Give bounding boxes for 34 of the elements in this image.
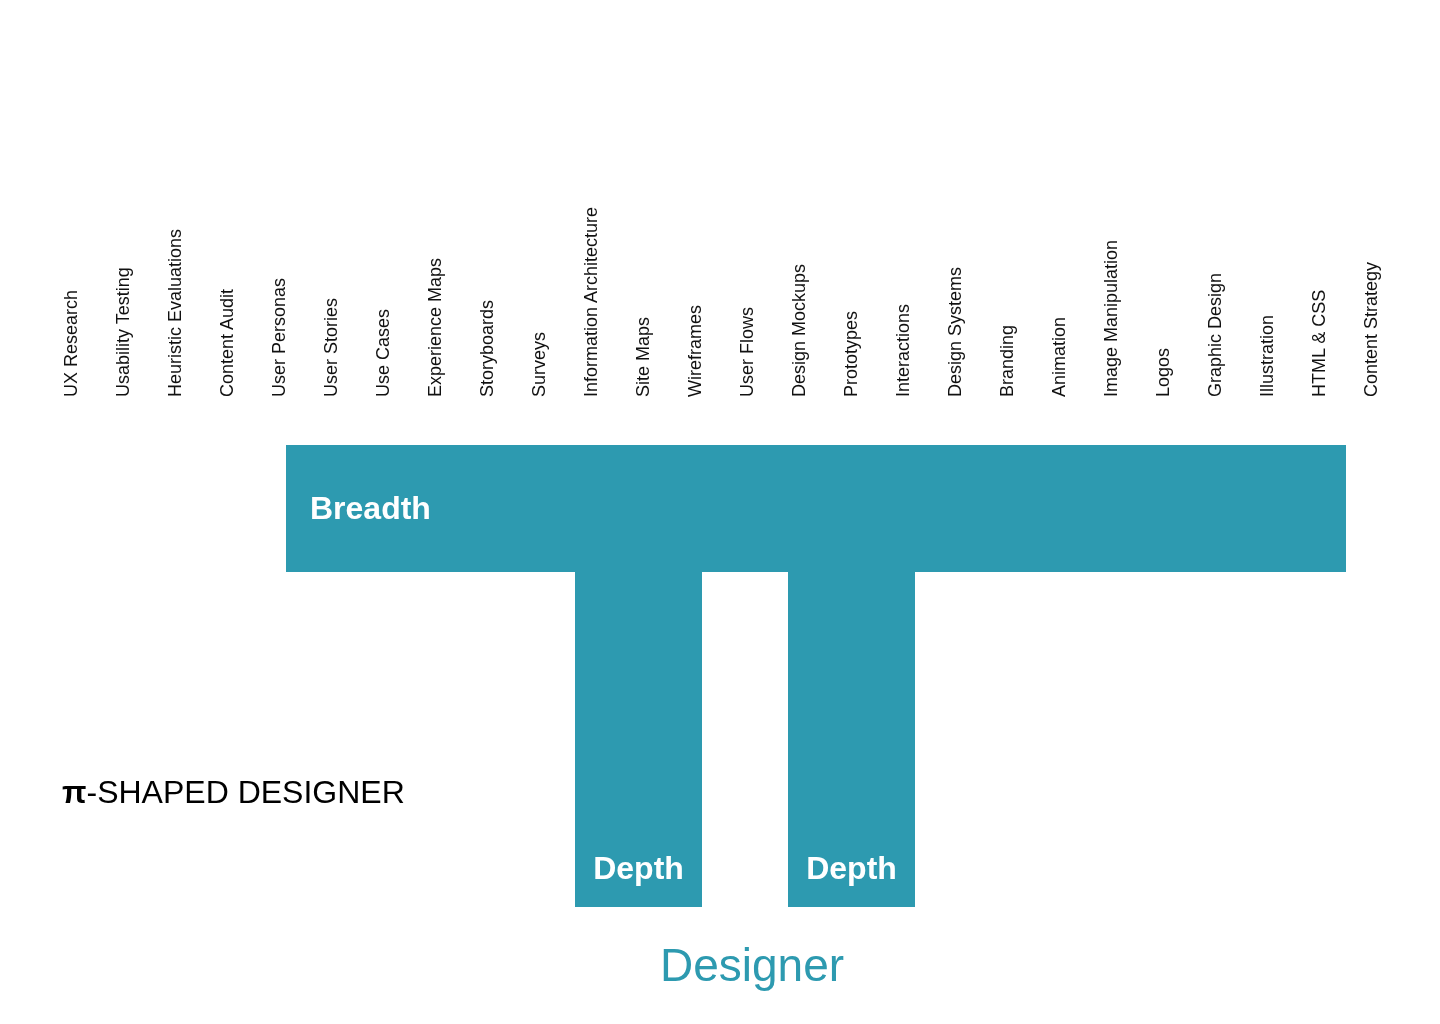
skill-label: Branding [996, 324, 1018, 397]
skill-label: Design Systems [944, 266, 966, 397]
skill-label: UX Research [60, 289, 82, 397]
skill-label: Prototypes [840, 310, 862, 397]
skill-label: Heuristic Evaluations [164, 228, 186, 397]
skill-label: Site Maps [632, 316, 654, 397]
skill-label: User Personas [268, 277, 290, 397]
skill-label: User Stories [320, 297, 342, 397]
skill-label: HTML & CSS [1308, 289, 1330, 397]
bar-label: Breadth [310, 490, 431, 527]
skill-label: Interactions [892, 303, 914, 397]
bar-label: Depth [592, 850, 685, 887]
skill-label: Logos [1152, 347, 1174, 397]
skill-label: Information Architecture [580, 206, 602, 397]
skill-label: Storyboards [476, 299, 498, 397]
skill-label: Surveys [528, 331, 550, 397]
skill-label: Content Strategy [1360, 261, 1382, 397]
skill-label: Usability Testing [112, 267, 134, 397]
skill-label: Wireframes [684, 305, 706, 397]
vertical-bar [575, 572, 702, 907]
skill-label: Illustration [1256, 314, 1278, 397]
vertical-bar [788, 572, 915, 907]
role-caption: Designer [658, 938, 846, 992]
bar-label: Depth [805, 850, 898, 887]
skill-label: User Flows [736, 307, 758, 397]
skill-label: Graphic Design [1204, 272, 1226, 397]
skill-label: Image Manipulation [1100, 239, 1122, 397]
diagram-title: π-SHAPED DESIGNER [62, 774, 405, 811]
skill-label: Design Mockups [788, 263, 810, 397]
horizontal-bar [286, 445, 1346, 572]
skill-label: Experience Maps [424, 257, 446, 397]
skill-label: Animation [1048, 316, 1070, 397]
skill-label: Content Audit [216, 288, 238, 397]
skill-label: Use Cases [372, 308, 394, 397]
